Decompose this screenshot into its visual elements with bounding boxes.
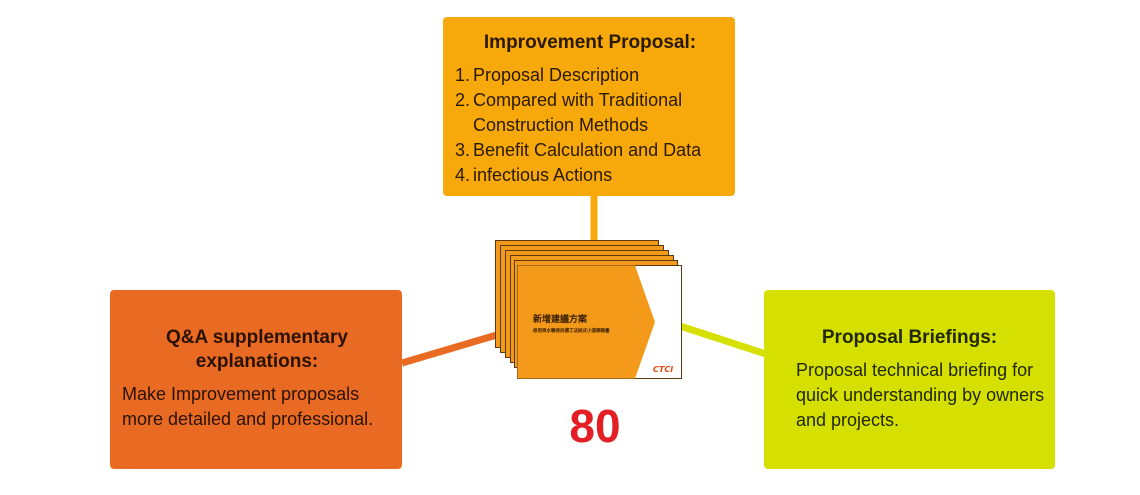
proposal-briefings-body: Proposal technical briefing for quick un… xyxy=(796,360,1045,430)
connector-left xyxy=(401,330,501,367)
ctci-logo: CTCI xyxy=(653,365,674,374)
list-item-text: Benefit Calculation and Data xyxy=(473,140,702,160)
proposal-briefings-title: Proposal Briefings: xyxy=(821,327,998,348)
proposal-briefings-box: Proposal Briefings: Proposal technical b… xyxy=(764,290,1055,469)
list-item-number: 2. xyxy=(455,90,471,110)
list-item: 4.infectious Actions xyxy=(455,163,725,188)
list-item-number: 3. xyxy=(455,140,471,160)
proposal-count: 80 xyxy=(569,400,621,452)
list-item: 1.Proposal Description xyxy=(455,63,725,88)
slide-background xyxy=(517,265,682,379)
qa-explanations-body: Make Improvement proposals more detailed… xyxy=(122,384,374,429)
list-item-text: Proposal Description xyxy=(473,65,640,85)
connector-right xyxy=(678,322,768,358)
qa-explanations-box: Q&A supplementary explanations: Make Imp… xyxy=(110,290,402,469)
qa-explanations-title: Q&A supplementary explanations: xyxy=(166,327,348,372)
improvement-proposal-list: 1.Proposal Description 2.Compared with T… xyxy=(455,63,725,188)
list-item: 3.Benefit Calculation and Data xyxy=(455,138,725,163)
list-item-text: Compared with Traditional Construction M… xyxy=(473,90,683,135)
improvement-proposal-title: Improvement Proposal: xyxy=(483,32,697,53)
improvement-proposal-box: Improvement Proposal: 1.Proposal Descrip… xyxy=(443,17,735,196)
slide-subtitle: 修用再水聯保拆標工法試式小道頭報書 xyxy=(533,329,610,334)
list-item-number: 1. xyxy=(455,65,471,85)
list-item-number: 4. xyxy=(455,165,471,185)
slide-title: 新增建議方案 xyxy=(533,315,588,325)
list-item-text: infectious Actions xyxy=(473,165,613,185)
proposal-slide-thumbnail: 新增建議方案 修用再水聯保拆標工法試式小道頭報書 CTCI xyxy=(517,265,682,379)
list-item: 2.Compared with Traditional Construction… xyxy=(455,88,725,138)
